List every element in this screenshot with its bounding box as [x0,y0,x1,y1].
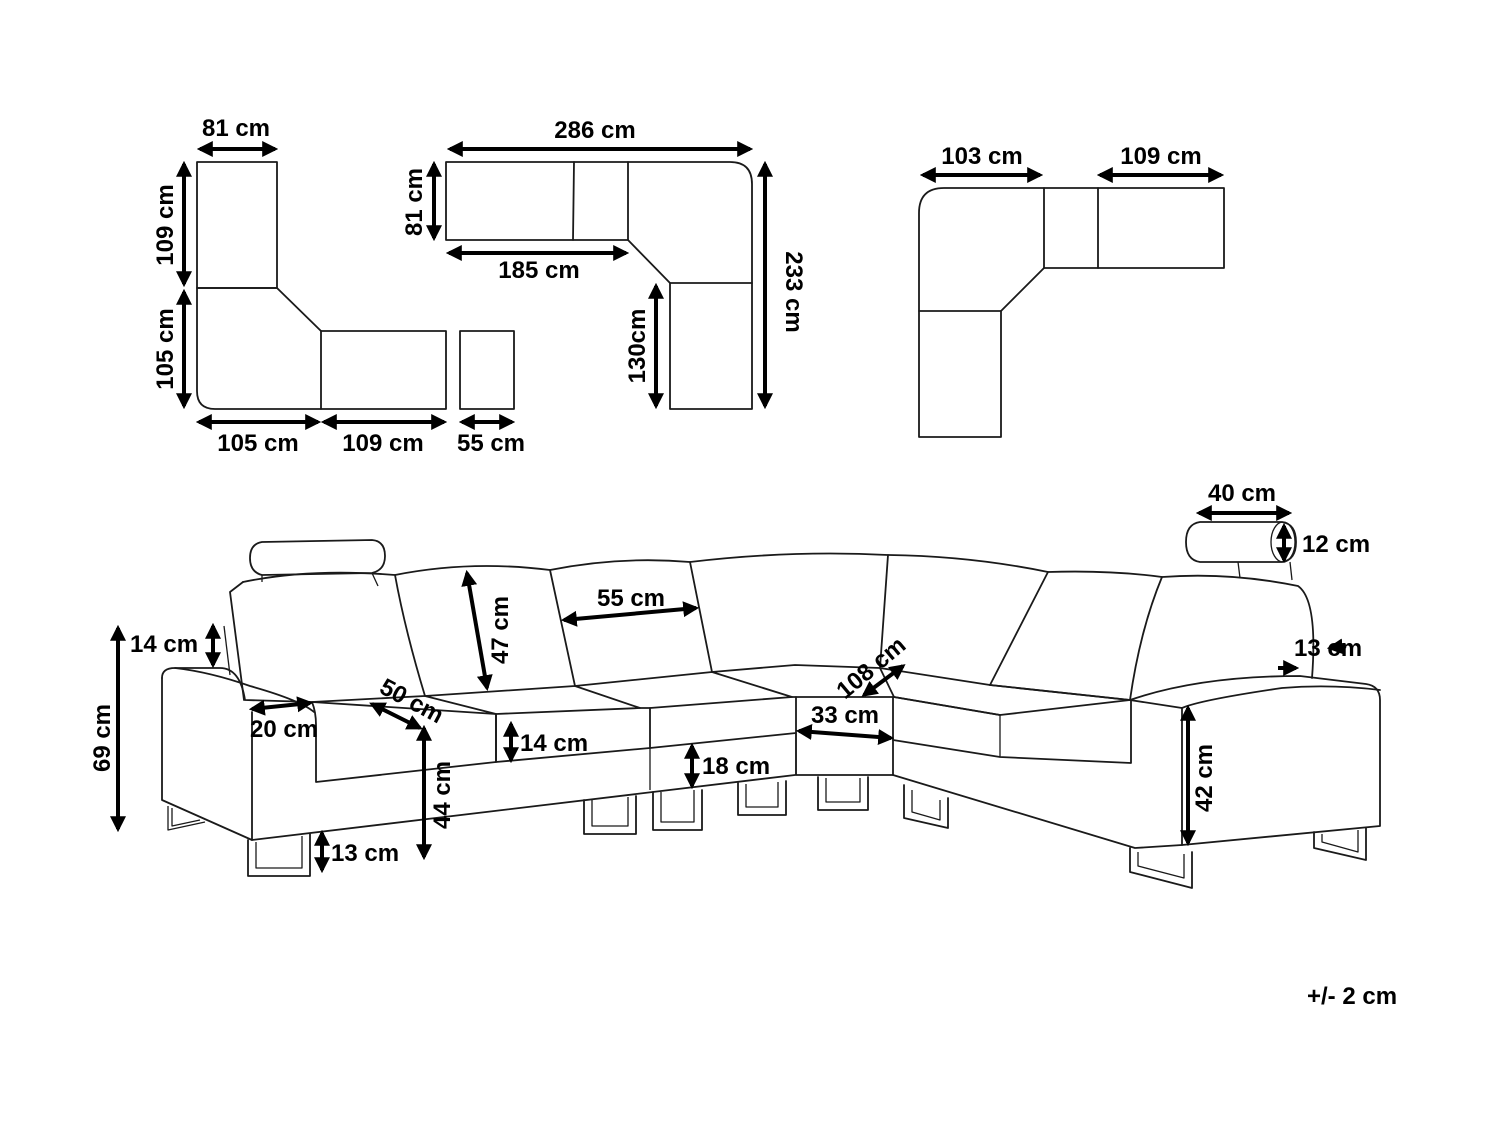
armrest-width-label: 20 cm [250,716,318,743]
seat-height-label: 44 cm [429,761,456,829]
dim-arrow-icon [248,696,314,716]
armrest-width-right-label: 13 cm [1294,635,1362,662]
layout-a-top-width: 81 cm [202,115,270,142]
seat-depth-label: 50 cm [375,673,448,729]
base-height-label: 18 cm [702,753,770,780]
cushion-height-label: 14 cm [520,730,588,757]
arm-height-label: 42 cm [1191,744,1218,812]
layout-a-lower-height: 105 cm [152,308,179,389]
back-height-label: 47 cm [487,596,514,664]
dim-arrow-icon [560,601,700,627]
headrest-height-label: 12 cm [1302,531,1370,558]
layout-a-seat-width: 109 cm [342,430,423,457]
dim-arrow-icon [461,569,493,692]
corner-seat-width-label: 33 cm [811,702,879,729]
tolerance-note: +/- 2 cm [1307,983,1397,1010]
total-height-label: 69 cm [89,704,116,772]
back-width-label: 55 cm [597,585,665,612]
dim-arrow-icon [795,723,895,746]
dim-arrow-icon [861,664,906,697]
layout-b-depth: 81 cm [401,168,428,236]
layout-b-plan [445,161,753,410]
dim-arrow-icon [369,702,423,730]
layout-b-straight-width: 185 cm [498,257,579,284]
layout-b-total-width: 286 cm [554,117,635,144]
layout-c-corner-width: 103 cm [941,143,1022,170]
layout-a-ottoman-width: 55 cm [457,430,525,457]
sofa-illustration [161,521,1381,889]
layout-a-upper-height: 109 cm [152,184,179,265]
dim-arrow-icon [1326,638,1347,655]
layout-b-total-height: 233 cm [780,251,807,332]
headrest-width-label: 40 cm [1208,480,1276,507]
layout-c-plan [918,187,1225,438]
layout-c-seat-width: 109 cm [1120,143,1201,170]
layout-a-plan [196,161,515,410]
leg-height-label: 13 cm [331,840,399,867]
layout-b-side-height: 130cm [624,309,651,384]
layout-a-corner-width: 105 cm [217,430,298,457]
armrest-height-label: 14 cm [130,631,198,658]
